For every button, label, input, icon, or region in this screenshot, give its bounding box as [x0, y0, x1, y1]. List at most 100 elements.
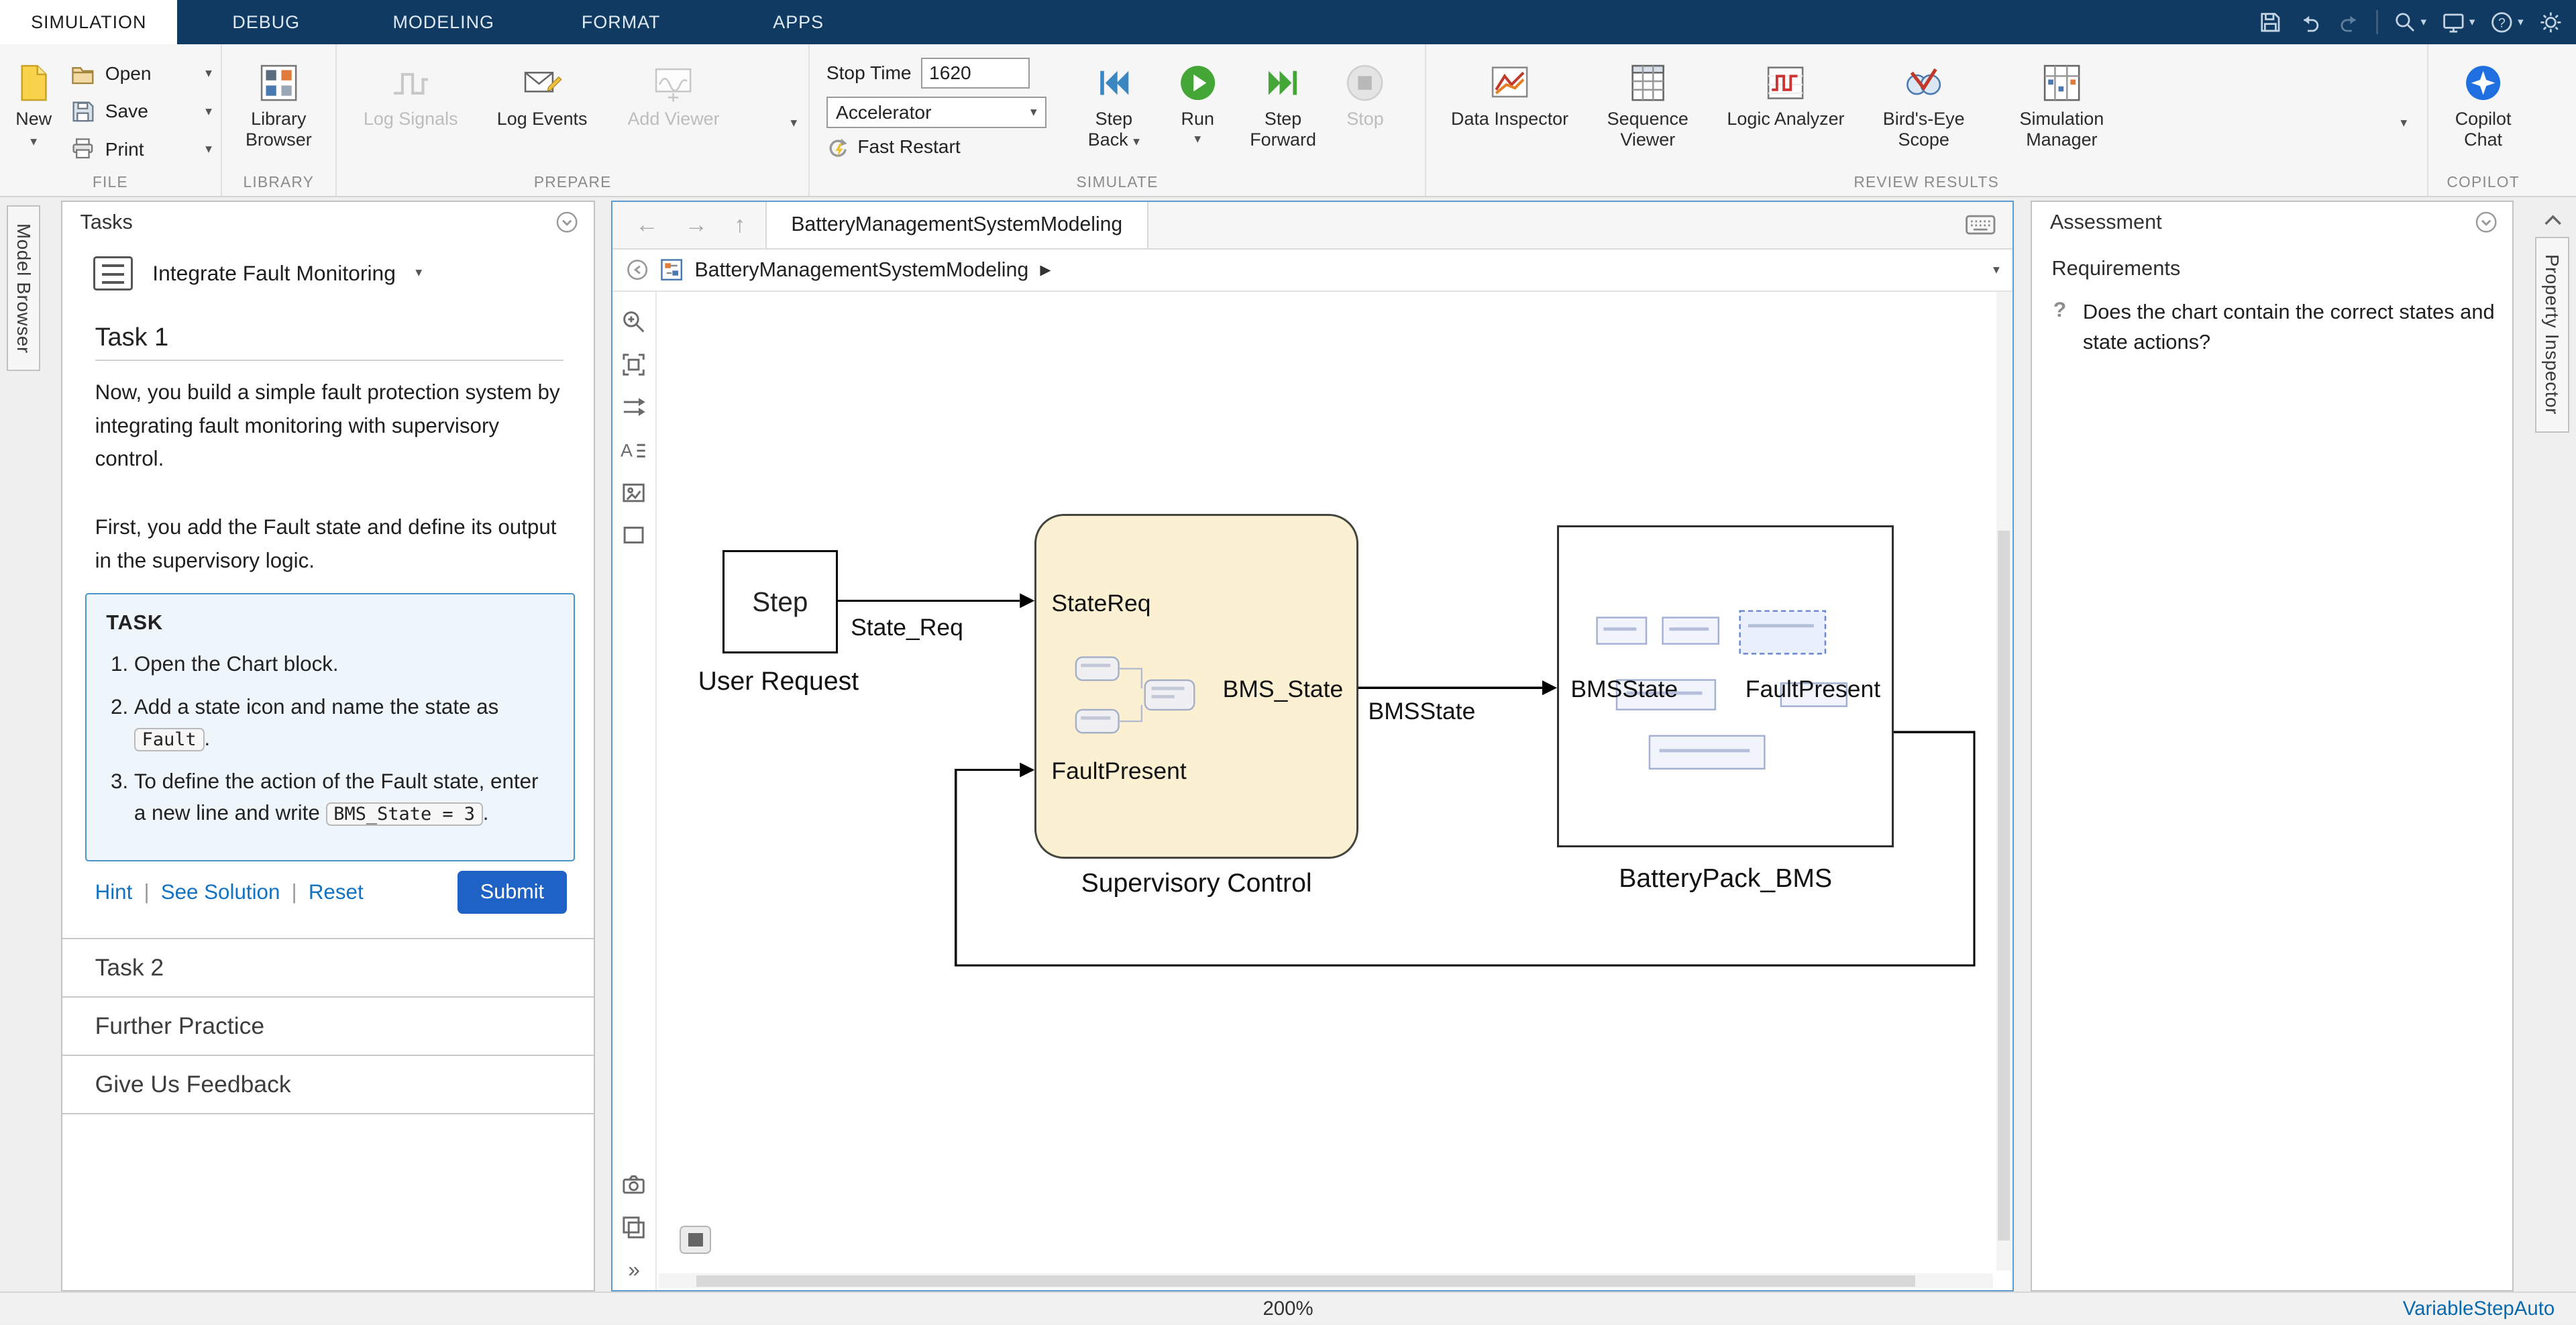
- property-inspector-tab[interactable]: Property Inspector: [2535, 237, 2569, 433]
- redo-icon[interactable]: [2337, 10, 2362, 35]
- bms-output-faultpresent[interactable]: FaultPresent: [1746, 676, 1880, 703]
- breadcrumb-collapse-icon[interactable]: [626, 258, 649, 281]
- annotation-icon[interactable]: A: [621, 437, 647, 463]
- tasks-panel-title: Tasks: [80, 211, 133, 234]
- copilot-chat-button[interactable]: Copilot Chat: [2437, 52, 2529, 151]
- bms-input-bmsstate[interactable]: BMSState: [1570, 676, 1678, 703]
- link-separator: |: [292, 880, 297, 904]
- print-button[interactable]: Print ▾: [70, 131, 212, 168]
- tab-apps[interactable]: APPS: [710, 0, 887, 44]
- horizontal-scrollbar[interactable]: [659, 1273, 1994, 1288]
- collapse-toolstrip-icon[interactable]: [2543, 213, 2563, 227]
- section-task-2[interactable]: Task 2: [62, 938, 594, 996]
- undo-icon[interactable]: [2298, 10, 2322, 35]
- printer-icon: [70, 137, 95, 162]
- vertical-scrollbar-thumb[interactable]: [1998, 531, 2009, 1240]
- section-further-practice[interactable]: Further Practice: [62, 996, 594, 1055]
- bms-block-label[interactable]: BatteryPack_BMS: [1557, 864, 1894, 894]
- tab-modeling[interactable]: MODELING: [355, 0, 532, 44]
- ribbon-section-file: New ▾ Open ▾ Save ▾ Print ▾: [0, 44, 222, 196]
- wire-label-bmsstate[interactable]: BMSState: [1368, 698, 1476, 725]
- data-inspector-label: Data Inspector: [1451, 109, 1568, 130]
- simulation-mode-dropdown[interactable]: Accelerator ▾: [826, 97, 1046, 128]
- submit-button[interactable]: Submit: [458, 871, 568, 914]
- data-inspector-icon: [1489, 62, 1530, 103]
- sequence-viewer-button[interactable]: Sequence Viewer: [1587, 52, 1709, 151]
- image-annotation-icon[interactable]: [621, 480, 647, 506]
- sequence-viewer-icon: [1627, 62, 1668, 103]
- course-title: Integrate Fault Monitoring: [152, 261, 396, 286]
- model-layers-icon[interactable]: [621, 1214, 647, 1240]
- step-block-label[interactable]: User Request: [657, 667, 900, 696]
- wire-label-state-req[interactable]: State_Req: [851, 614, 963, 641]
- settings-gear-icon[interactable]: [2538, 10, 2563, 35]
- task-list-icon[interactable]: [93, 256, 133, 290]
- batterypack-bms-block[interactable]: BMSState FaultPresent: [1557, 525, 1894, 847]
- stop-button[interactable]: Stop: [1332, 52, 1398, 158]
- breadcrumb-arrow-icon[interactable]: ▶: [1040, 262, 1051, 278]
- reset-link[interactable]: Reset: [309, 880, 364, 904]
- nav-back-icon[interactable]: ←: [635, 212, 658, 238]
- save-icon[interactable]: [2258, 10, 2283, 35]
- chart-output-bms-state[interactable]: BMS_State: [1223, 676, 1344, 703]
- panel-collapse-icon[interactable]: [2475, 211, 2498, 233]
- new-button[interactable]: New ▾: [13, 52, 54, 167]
- vertical-scrollbar[interactable]: [1996, 292, 2011, 1270]
- area-box-icon[interactable]: [621, 522, 647, 548]
- solver-link[interactable]: VariableStepAuto: [2403, 1297, 2555, 1320]
- logic-analyzer-button[interactable]: Logic Analyzer: [1725, 52, 1846, 151]
- review-gallery-caret-icon[interactable]: ▾: [2400, 117, 2407, 130]
- assessment-panel: Assessment Requirements ? Does the chart…: [2031, 201, 2514, 1291]
- save-button[interactable]: Save ▾: [70, 94, 212, 130]
- data-inspector-button[interactable]: Data Inspector: [1449, 52, 1570, 151]
- breadcrumb-root[interactable]: BatteryManagementSystemModeling: [694, 259, 1028, 282]
- supervisory-control-chart-block[interactable]: StateReq BMS_State FaultPresent: [1034, 514, 1358, 859]
- viewpoint-camera-icon[interactable]: [621, 1171, 647, 1198]
- run-button[interactable]: Run ▾: [1161, 52, 1234, 158]
- simulink-model-icon: [660, 258, 683, 281]
- see-solution-link[interactable]: See Solution: [161, 880, 280, 904]
- zoom-icon[interactable]: [621, 309, 647, 335]
- fit-to-view-icon[interactable]: [621, 352, 647, 378]
- breadcrumb-caret-icon[interactable]: ▾: [1993, 264, 2000, 277]
- library-browser-button[interactable]: Library Browser: [231, 52, 326, 151]
- simulation-manager-button[interactable]: Simulation Manager: [2001, 52, 2123, 151]
- tab-simulation[interactable]: SIMULATION: [0, 0, 177, 44]
- step-forward-button[interactable]: Step Forward: [1237, 52, 1329, 158]
- help-icon[interactable]: ?▾: [2489, 10, 2523, 35]
- nav-up-icon[interactable]: ↑: [734, 212, 745, 238]
- nav-forward-icon[interactable]: →: [685, 212, 708, 238]
- caret-down-icon[interactable]: ▾: [415, 266, 422, 280]
- rail-more-icon[interactable]: »: [628, 1257, 640, 1282]
- annotation-badge-button[interactable]: [680, 1226, 711, 1254]
- signal-routing-icon[interactable]: [621, 394, 647, 420]
- chart-input-faultpresent[interactable]: FaultPresent: [1051, 757, 1186, 785]
- print-label: Print: [105, 139, 144, 160]
- screenshot-icon[interactable]: ▾: [2441, 10, 2475, 35]
- prepare-gallery-caret-icon[interactable]: ▾: [790, 117, 797, 130]
- tab-debug[interactable]: DEBUG: [177, 0, 354, 44]
- log-signals-button[interactable]: Log Signals: [360, 52, 462, 129]
- model-browser-tab[interactable]: Model Browser: [7, 205, 41, 371]
- step-block[interactable]: Step: [722, 550, 837, 653]
- open-button[interactable]: Open ▾: [70, 56, 212, 92]
- find-icon[interactable]: ▾: [2393, 10, 2426, 35]
- horizontal-scrollbar-thumb[interactable]: [696, 1275, 1915, 1287]
- panel-collapse-icon[interactable]: [555, 211, 578, 233]
- log-events-button[interactable]: Log Events: [491, 52, 593, 129]
- step-back-button[interactable]: Step Back ▾: [1069, 52, 1158, 158]
- fast-restart-toggle[interactable]: Fast Restart: [826, 136, 1060, 158]
- keyboard-shortcuts-icon[interactable]: [1965, 213, 1996, 236]
- add-viewer-button[interactable]: Add Viewer: [623, 52, 724, 129]
- birds-eye-scope-button[interactable]: Bird's-Eye Scope: [1863, 52, 1984, 151]
- chart-block-label[interactable]: Supervisory Control: [1034, 869, 1358, 898]
- section-give-us-feedback[interactable]: Give Us Feedback: [62, 1055, 594, 1114]
- stop-time-input[interactable]: [921, 58, 1030, 89]
- status-bar: 200% VariableStepAuto: [0, 1291, 2576, 1324]
- hint-link[interactable]: Hint: [95, 880, 133, 904]
- caret-down-icon: ▾: [2421, 16, 2427, 28]
- tab-format[interactable]: FORMAT: [532, 0, 709, 44]
- chart-input-statereq[interactable]: StateReq: [1051, 590, 1150, 617]
- model-document-tab[interactable]: BatteryManagementSystemModeling: [765, 202, 1148, 248]
- model-canvas[interactable]: Step User Request State_Req StateReq BMS…: [657, 292, 2012, 1289]
